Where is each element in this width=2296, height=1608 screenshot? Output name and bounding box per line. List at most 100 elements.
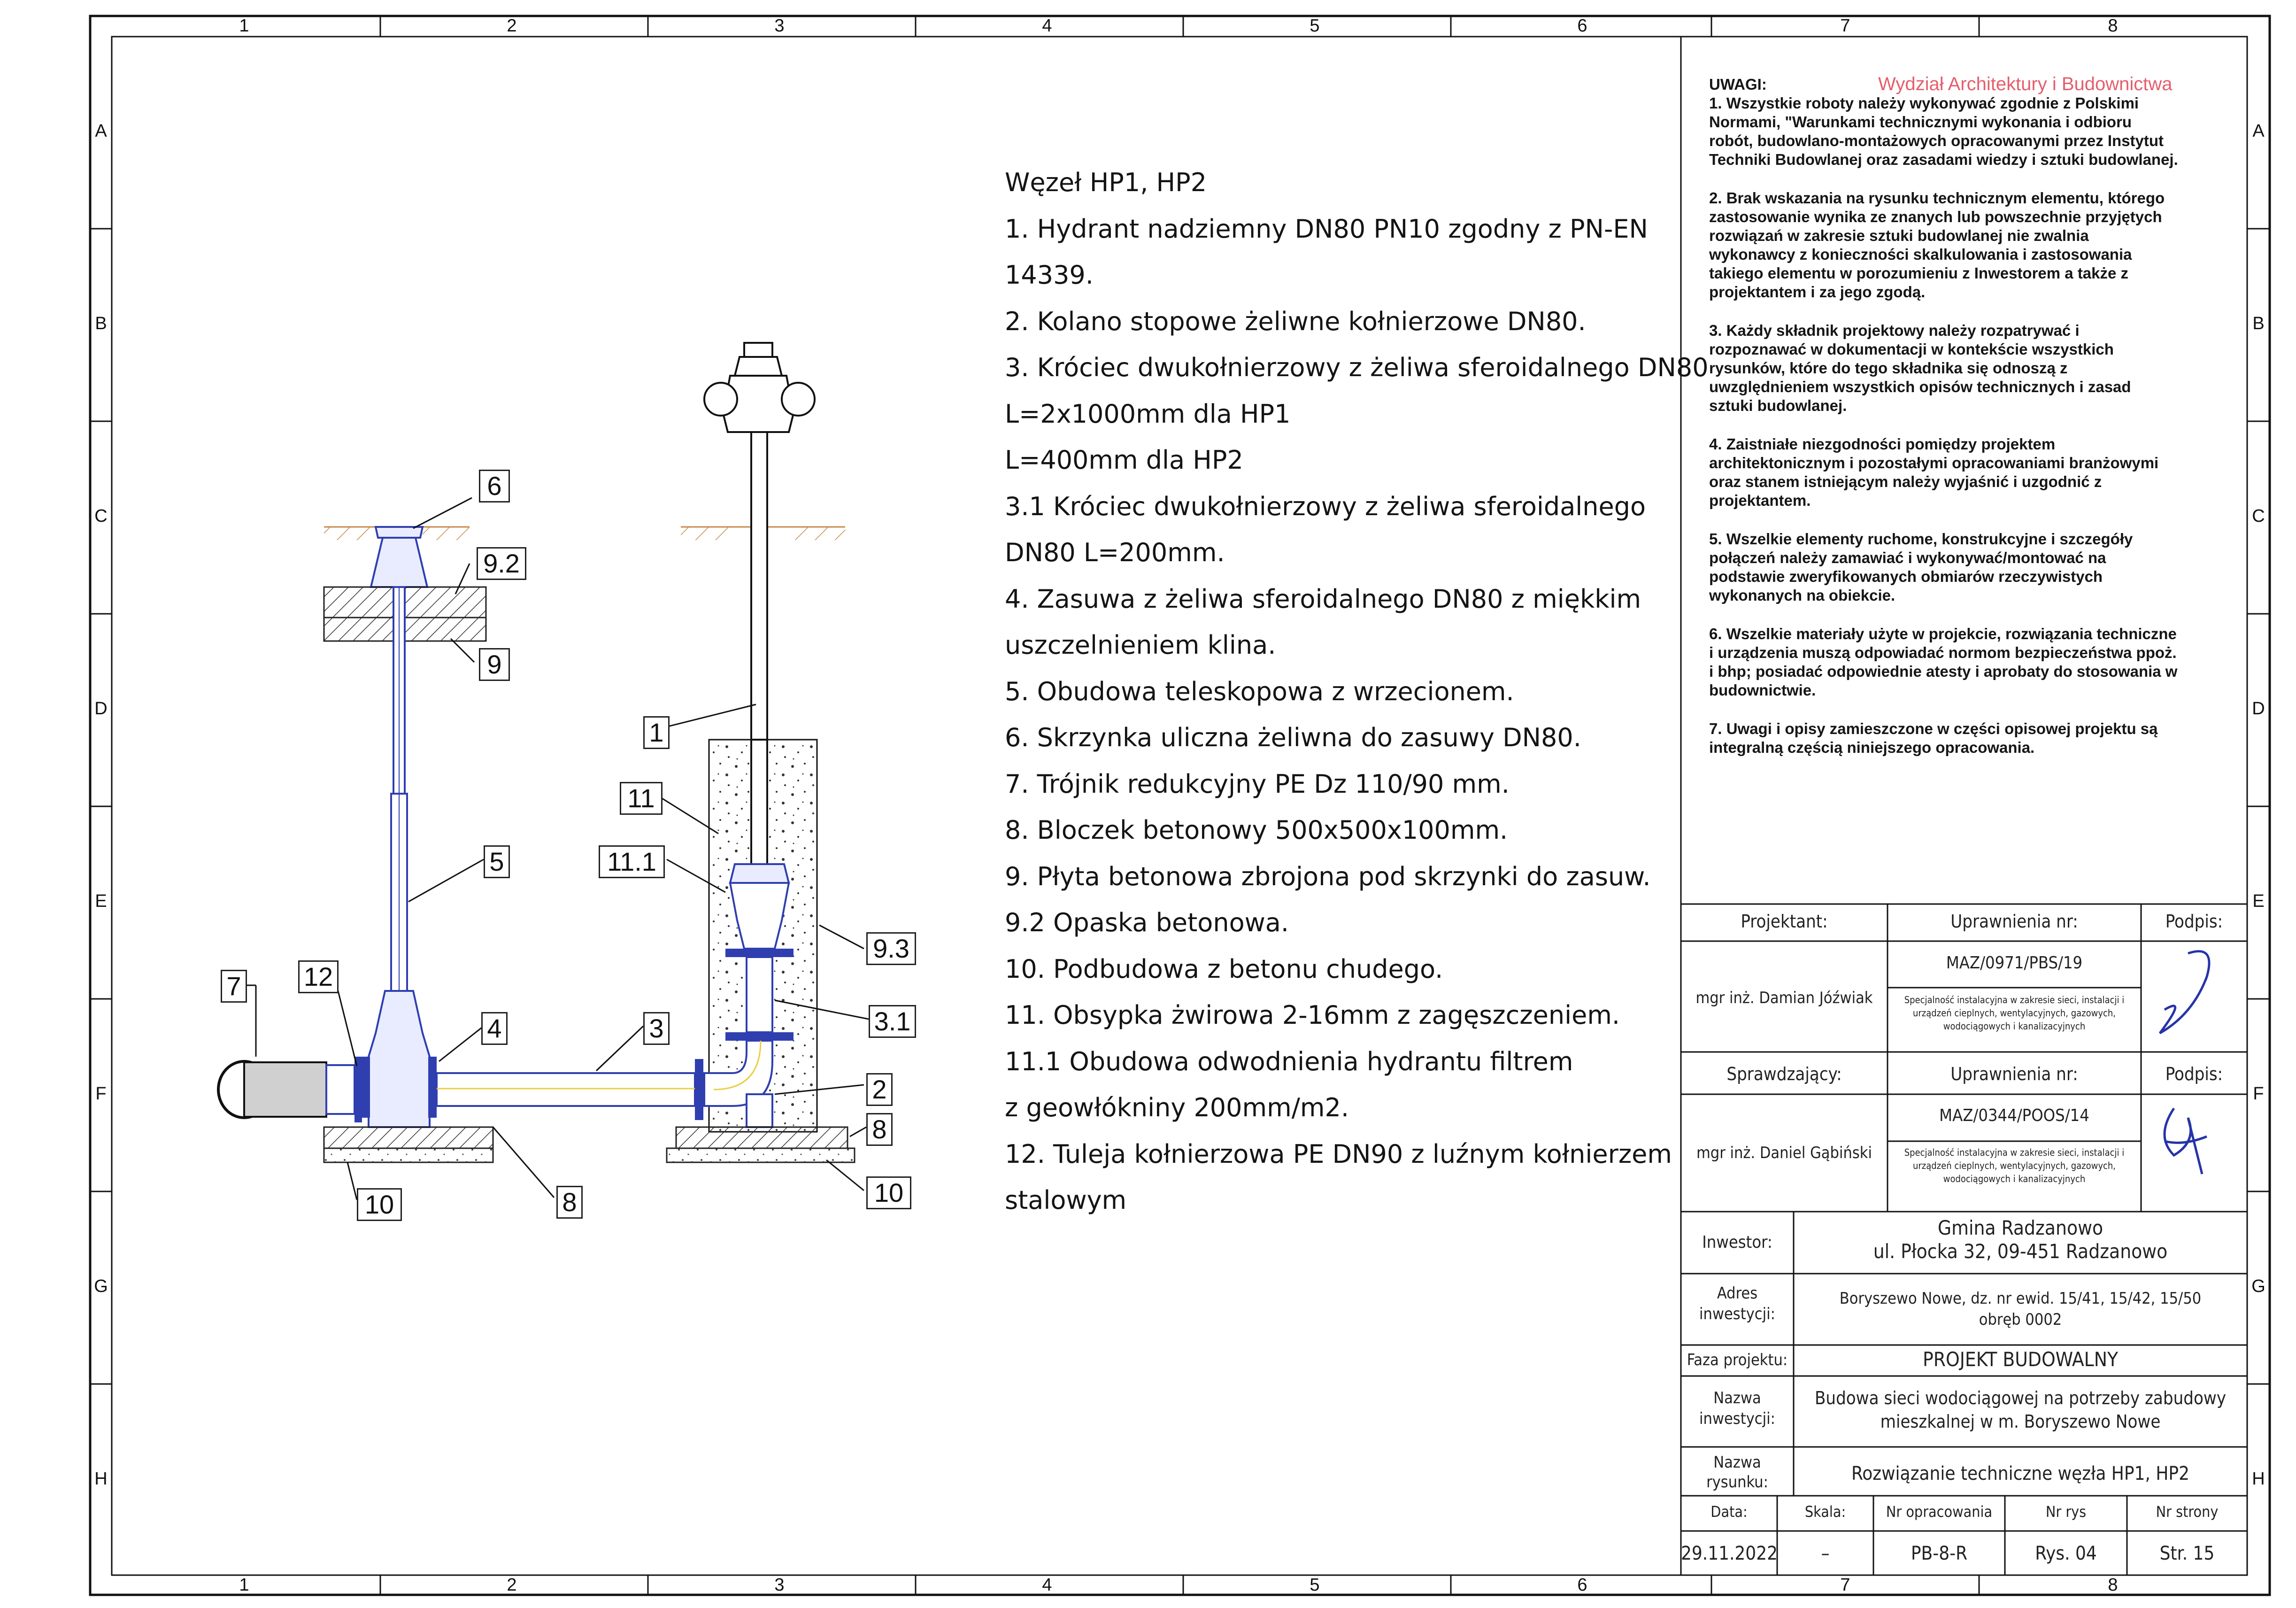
faza-value: PROJEKT BUDOWALNY bbox=[1922, 1348, 2119, 1371]
legend-line: 7. Trójnik redukcyjny PE Dz 110/90 mm. bbox=[1005, 769, 1510, 799]
note-item: 3. Każdy składnik projektowy należy rozp… bbox=[1709, 322, 2131, 414]
legend-line: L=400mm dla HP2 bbox=[1005, 445, 1243, 475]
column-header-top-5: 5 bbox=[1310, 16, 1320, 36]
inwestor-label: Inwestor: bbox=[1702, 1233, 1772, 1252]
row-label-right-E: E bbox=[2252, 891, 2265, 911]
legend-line: z geowłókniny 200mm/m2. bbox=[1005, 1093, 1349, 1122]
legend-line: uszczelnieniem klina. bbox=[1005, 630, 1276, 660]
column-header-bottom-5: 5 bbox=[1310, 1575, 1320, 1595]
legend-line: L=2x1000mm dla HP1 bbox=[1005, 399, 1291, 429]
data-value: 29.11.2022 bbox=[1681, 1543, 1778, 1564]
row-label-left-B: B bbox=[95, 314, 107, 333]
legend-line: 4. Zasuwa z żeliwa sferoidalnego DN80 z … bbox=[1005, 584, 1641, 614]
column-header-top-7: 7 bbox=[1840, 16, 1850, 36]
inwestor-value-1: Gmina Radzanowo bbox=[1937, 1216, 2103, 1239]
callout-8-mid: 8 bbox=[556, 1186, 583, 1219]
legend-line: 8. Bloczek betonowy 500x500x100mm. bbox=[1005, 815, 1508, 845]
callout-4: 4 bbox=[481, 1012, 508, 1045]
callout-3-1: 3.1 bbox=[869, 1005, 916, 1038]
row-label-right-G: G bbox=[2251, 1276, 2265, 1296]
column-header-top-3: 3 bbox=[774, 16, 785, 36]
legend-line: 3.1 Króciec dwukołnierzowy z żeliwa sfer… bbox=[1005, 491, 1646, 521]
column-header-top-4: 4 bbox=[1042, 16, 1052, 36]
row-label-right-B: B bbox=[2252, 314, 2265, 333]
row-label-left-A: A bbox=[95, 121, 107, 141]
column-header-bottom-1: 1 bbox=[239, 1575, 249, 1595]
legend-line: 9.2 Opaska betonowa. bbox=[1005, 908, 1289, 937]
adres-label: Adres inwestycji: bbox=[1699, 1284, 1775, 1323]
legend-line: 5. Obudowa teleskopowa z wrzecionem. bbox=[1005, 676, 1514, 706]
column-header-bottom-7: 7 bbox=[1840, 1575, 1850, 1595]
nr-rys-value: Rys. 04 bbox=[2035, 1543, 2097, 1564]
row-label-left-C: C bbox=[94, 506, 108, 526]
legend-line: 11. Obsypka żwirowa 2-16mm z zagęszczeni… bbox=[1005, 1000, 1620, 1030]
data-label: Data: bbox=[1710, 1503, 1748, 1521]
office-stamp: Wydział Architektury i Budownictwa bbox=[1878, 74, 2173, 94]
inwestor-value-2: ul. Płocka 32, 09-451 Radzanowo bbox=[1873, 1240, 2168, 1263]
nazwa-rysunku-value: Rozwiązanie techniczne węzła HP1, HP2 bbox=[1851, 1463, 2189, 1484]
faza-label: Faza projektu: bbox=[1687, 1351, 1788, 1369]
component-legend: Węzeł HP1, HP2 1. Hydrant nadziemny DN80… bbox=[1005, 160, 1709, 1224]
column-header-bottom-6: 6 bbox=[1577, 1575, 1587, 1595]
row-label-right-C: C bbox=[2252, 506, 2265, 526]
row-label-right-H: H bbox=[2252, 1469, 2265, 1489]
notes-section: UWAGI: 1. Wszystkie roboty należy wykony… bbox=[1709, 75, 2179, 777]
column-header-bottom-2: 2 bbox=[507, 1575, 517, 1595]
signature-projektant bbox=[2158, 950, 2211, 1035]
legend-line: 12. Tuleja kołnierzowa PE DN90 z luźnym … bbox=[1005, 1139, 1672, 1169]
note-item: 1. Wszystkie roboty należy wykonywać zgo… bbox=[1709, 94, 2178, 168]
callout-3: 3 bbox=[643, 1012, 670, 1045]
legend-line: 6. Skrzynka uliczna żeliwna do zasuwy DN… bbox=[1005, 723, 1581, 752]
note-item: 7. Uwagi i opisy zamieszczone w części o… bbox=[1709, 720, 2158, 756]
callout-9: 9 bbox=[479, 648, 510, 681]
callout-2: 2 bbox=[866, 1073, 893, 1106]
podpis-header-1: Podpis: bbox=[2165, 911, 2223, 932]
column-header-bottom-3: 3 bbox=[774, 1575, 785, 1595]
callout-8-right: 8 bbox=[866, 1113, 893, 1146]
note-item: 6. Wszelkie materiały użyte w projekcie,… bbox=[1709, 625, 2178, 699]
legend-line: 10. Podbudowa z betonu chudego. bbox=[1005, 954, 1443, 984]
nr-opracowania-label: Nr opracowania bbox=[1886, 1503, 1993, 1521]
skala-label: Skala: bbox=[1804, 1503, 1846, 1521]
callout-12: 12 bbox=[298, 960, 339, 993]
nazwa-inwestycji-label: Nazwa inwestycji: bbox=[1699, 1389, 1775, 1428]
column-header-top-6: 6 bbox=[1577, 16, 1587, 36]
sprawdzajacy-name: mgr inż. Daniel Gąbiński bbox=[1696, 1144, 1872, 1162]
projektant-scope: Specjalność instalacyjna w zakresie siec… bbox=[1904, 994, 2125, 1032]
legend-line: 14339. bbox=[1005, 260, 1094, 290]
skala-value: – bbox=[1821, 1543, 1830, 1564]
note-item: 5. Wszelkie elementy ruchome, konstrukcy… bbox=[1709, 530, 2133, 604]
nazwa-inwestycji-value-1: Budowa sieci wodociągowej na potrzeby za… bbox=[1814, 1388, 2227, 1408]
uprawnienia-header-1: Uprawnienia nr: bbox=[1950, 911, 2078, 932]
legend-line: 2. Kolano stopowe żeliwne kołnierzowe DN… bbox=[1005, 306, 1586, 336]
row-label-left-E: E bbox=[95, 891, 107, 911]
row-label-left-G: G bbox=[94, 1276, 108, 1296]
column-header-top-2: 2 bbox=[507, 16, 517, 36]
notes-title: UWAGI: bbox=[1709, 76, 1767, 93]
row-label-left-H: H bbox=[94, 1469, 108, 1489]
legend-line: stalowym bbox=[1005, 1185, 1127, 1215]
row-label-left-D: D bbox=[94, 699, 108, 719]
row-label-right-D: D bbox=[2252, 699, 2265, 719]
legend-line: 11.1 Obudowa odwodnienia hydrantu filtre… bbox=[1005, 1046, 1573, 1076]
row-label-right-A: A bbox=[2252, 121, 2265, 141]
callout-11: 11 bbox=[620, 782, 663, 815]
nazwa-inwestycji-value-2: mieszkalnej w m. Boryszewo Nowe bbox=[1880, 1411, 2161, 1432]
callout-6: 6 bbox=[479, 470, 510, 502]
legend-line: 9. Płyta betonowa zbrojona pod skrzynki … bbox=[1005, 861, 1651, 891]
note-item: 2. Brak wskazania na rysunku technicznym… bbox=[1709, 189, 2165, 301]
row-label-right-F: F bbox=[2253, 1084, 2264, 1104]
nr-strony-label: Nr strony bbox=[2156, 1503, 2219, 1521]
adres-value-2: obręb 0002 bbox=[1979, 1310, 2062, 1329]
podpis-header-2: Podpis: bbox=[2165, 1064, 2223, 1084]
sprawdzajacy-license-no: MAZ/0344/POOS/14 bbox=[1939, 1106, 2089, 1125]
column-header-bottom-4: 4 bbox=[1042, 1575, 1052, 1595]
legend-line: 1. Hydrant nadziemny DN80 PN10 zgodny z … bbox=[1005, 214, 1648, 244]
callout-7: 7 bbox=[221, 970, 247, 1003]
signature-sprawdzajacy bbox=[2163, 1107, 2207, 1175]
callout-11-1: 11.1 bbox=[599, 845, 665, 878]
callout-9-3: 9.3 bbox=[866, 932, 916, 965]
valve-assembly bbox=[217, 526, 703, 1163]
adres-value-1: Boryszewo Nowe, dz. nr ewid. 15/41, 15/4… bbox=[1839, 1289, 2202, 1308]
